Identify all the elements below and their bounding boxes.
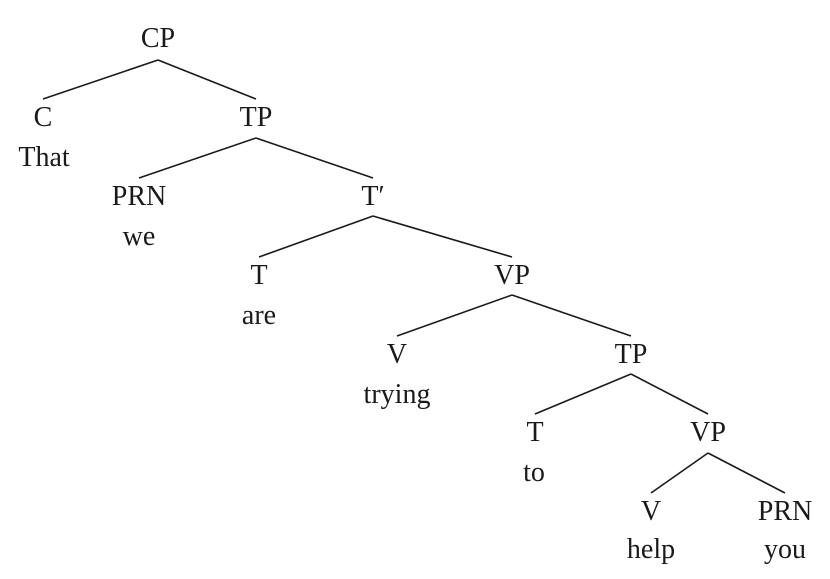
branch-cp-c xyxy=(42,59,159,100)
node-t-bar: T′ xyxy=(361,181,385,212)
node-t-2: T xyxy=(526,417,544,448)
word-help: help xyxy=(626,534,676,565)
branch-tp1-tbar xyxy=(255,137,374,179)
branch-tbar-vp1 xyxy=(372,215,513,258)
word-to: to xyxy=(523,457,545,488)
word-you: you xyxy=(764,534,806,565)
node-v-1: V xyxy=(386,339,408,370)
branch-vp1-tp2 xyxy=(511,294,632,337)
node-cp: CP xyxy=(140,23,176,54)
branch-vp2-prn2 xyxy=(707,452,786,494)
node-vp-1: VP xyxy=(494,260,530,291)
node-prn-1: PRN xyxy=(111,181,167,212)
node-prn-2: PRN xyxy=(757,496,813,527)
word-are: are xyxy=(241,300,277,331)
node-vp-2: VP xyxy=(690,417,726,448)
branch-tbar-t1 xyxy=(258,215,374,258)
branch-tp1-prn1 xyxy=(138,137,257,179)
node-tp-1: TP xyxy=(239,102,273,133)
node-t-1: T xyxy=(250,260,268,291)
word-trying: trying xyxy=(363,379,431,410)
node-tp-2: TP xyxy=(614,339,648,370)
node-c: C xyxy=(33,102,53,133)
node-v-2: V xyxy=(640,496,662,527)
word-we: we xyxy=(122,221,156,252)
branch-vp2-v2 xyxy=(650,452,709,494)
branch-cp-tp1 xyxy=(157,59,257,100)
branch-vp1-v1 xyxy=(396,294,513,337)
branch-tp2-t2 xyxy=(534,373,632,415)
branch-tp2-vp2 xyxy=(630,373,709,415)
word-that: That xyxy=(18,142,70,173)
